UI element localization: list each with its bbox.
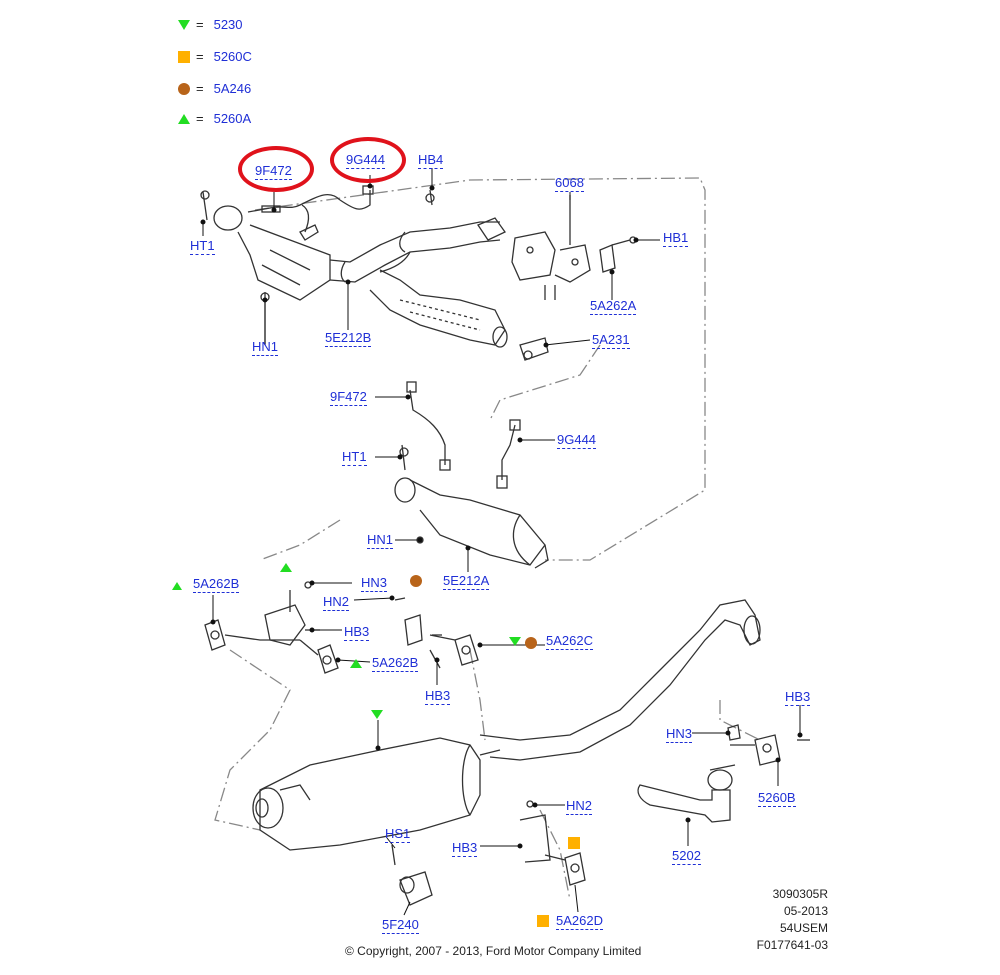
- legend-equals: =: [196, 48, 204, 64]
- part-label-9F472[interactable]: 9F472: [255, 163, 292, 180]
- part-label-5A262B-mid[interactable]: 5A262B: [372, 655, 419, 672]
- part-label-HT1[interactable]: HT1: [190, 238, 215, 255]
- part-label-HB3-right[interactable]: HB3: [785, 689, 811, 706]
- legend-row-5230: = 5230: [178, 15, 243, 33]
- bracket-6068: [477, 195, 591, 300]
- legend-equals: =: [196, 16, 204, 32]
- hanger-5A262C: [404, 614, 479, 666]
- part-label-HB3-b[interactable]: HB3: [425, 688, 451, 705]
- highlight-circle-9F472: [238, 146, 314, 192]
- part-label-5A262A[interactable]: 5A262A: [590, 298, 637, 315]
- part-label-HN2-low[interactable]: HN2: [566, 798, 593, 815]
- part-label-HN3-right[interactable]: HN3: [666, 726, 693, 743]
- drawing-info: 3090305R 05-2013 54USEM F0177641-03: [757, 886, 828, 954]
- location-markers: [172, 563, 580, 927]
- drawing-model-code: 54USEM: [779, 921, 828, 935]
- clamp-5A231: [519, 337, 549, 361]
- muffler: [252, 737, 501, 851]
- part-label-6068[interactable]: 6068: [555, 175, 584, 192]
- part-label-9F472-mid[interactable]: 9F472: [330, 389, 367, 406]
- part-label-HB4[interactable]: HB4: [418, 152, 444, 169]
- part-label-5A262C[interactable]: 5A262C: [546, 633, 593, 650]
- heat-shield-5F240: [391, 844, 433, 906]
- drawing-date: 05-2013: [783, 904, 828, 918]
- copyright-notice: © Copyright, 2007 - 2013, Ford Motor Com…: [345, 944, 642, 958]
- tailpipe-5202: [637, 764, 736, 823]
- intermediate-pipe: [479, 599, 761, 761]
- part-label-HN2-left[interactable]: HN2: [323, 594, 350, 611]
- hanger-5A262A: [599, 236, 637, 273]
- part-label-HB3-low[interactable]: HB3: [452, 840, 478, 857]
- legend-equals: =: [196, 110, 204, 126]
- legend-code-5230: 5230: [213, 16, 243, 32]
- part-label-HN1[interactable]: HN1: [252, 339, 279, 356]
- legend-code-5260A: 5260A: [213, 110, 252, 126]
- square-icon: [178, 50, 190, 63]
- circle-icon: [178, 82, 190, 95]
- stud-HT1-upper: [202, 191, 208, 221]
- part-label-5F240[interactable]: 5F240: [382, 917, 419, 934]
- part-label-HS1[interactable]: HS1: [385, 826, 411, 843]
- drawing-figure-id: F0177641-03: [756, 938, 828, 952]
- part-label-HB1[interactable]: HB1: [663, 230, 689, 247]
- part-label-5E212B[interactable]: 5E212B: [325, 330, 372, 347]
- catalytic-converter-5E212B: [213, 205, 501, 301]
- legend-row-5260A: = 5260A: [178, 109, 251, 127]
- part-label-9G444[interactable]: 9G444: [346, 152, 386, 169]
- part-label-9G444-mid[interactable]: 9G444: [557, 432, 597, 449]
- hanger-5A262B: [204, 581, 339, 674]
- group-outline-lower: [214, 649, 291, 831]
- part-label-5260B[interactable]: 5260B: [758, 790, 796, 807]
- legend-equals: =: [196, 80, 204, 96]
- highlight-circle-9G444: [330, 137, 406, 183]
- catalytic-converter-upper-right: [369, 251, 508, 348]
- part-label-5A262D[interactable]: 5A262D: [556, 913, 603, 930]
- hanger-5260B: [727, 724, 781, 766]
- part-label-5A262B-left[interactable]: 5A262B: [193, 576, 240, 593]
- part-label-5E212A[interactable]: 5E212A: [443, 573, 490, 590]
- part-label-HB3-a[interactable]: HB3: [344, 624, 370, 641]
- legend-row-5A246: = 5A246: [178, 79, 251, 97]
- drawing-number: 3090305R: [772, 887, 828, 901]
- triangle-down-icon: [178, 18, 190, 30]
- part-label-HT1-mid[interactable]: HT1: [342, 449, 367, 466]
- part-label-HN3-left[interactable]: HN3: [361, 575, 388, 592]
- part-label-5A231[interactable]: 5A231: [592, 332, 630, 349]
- legend-code-5260C: 5260C: [213, 48, 252, 64]
- legend-code-5A246: 5A246: [213, 80, 252, 96]
- part-label-5202[interactable]: 5202: [672, 848, 701, 865]
- oxygen-sensors-upper: [247, 185, 435, 241]
- group-outline-upper: [254, 177, 706, 561]
- part-label-HN1-mid[interactable]: HN1: [367, 532, 394, 549]
- triangle-up-icon: [178, 112, 190, 124]
- legend-row-5260C: = 5260C: [178, 47, 252, 65]
